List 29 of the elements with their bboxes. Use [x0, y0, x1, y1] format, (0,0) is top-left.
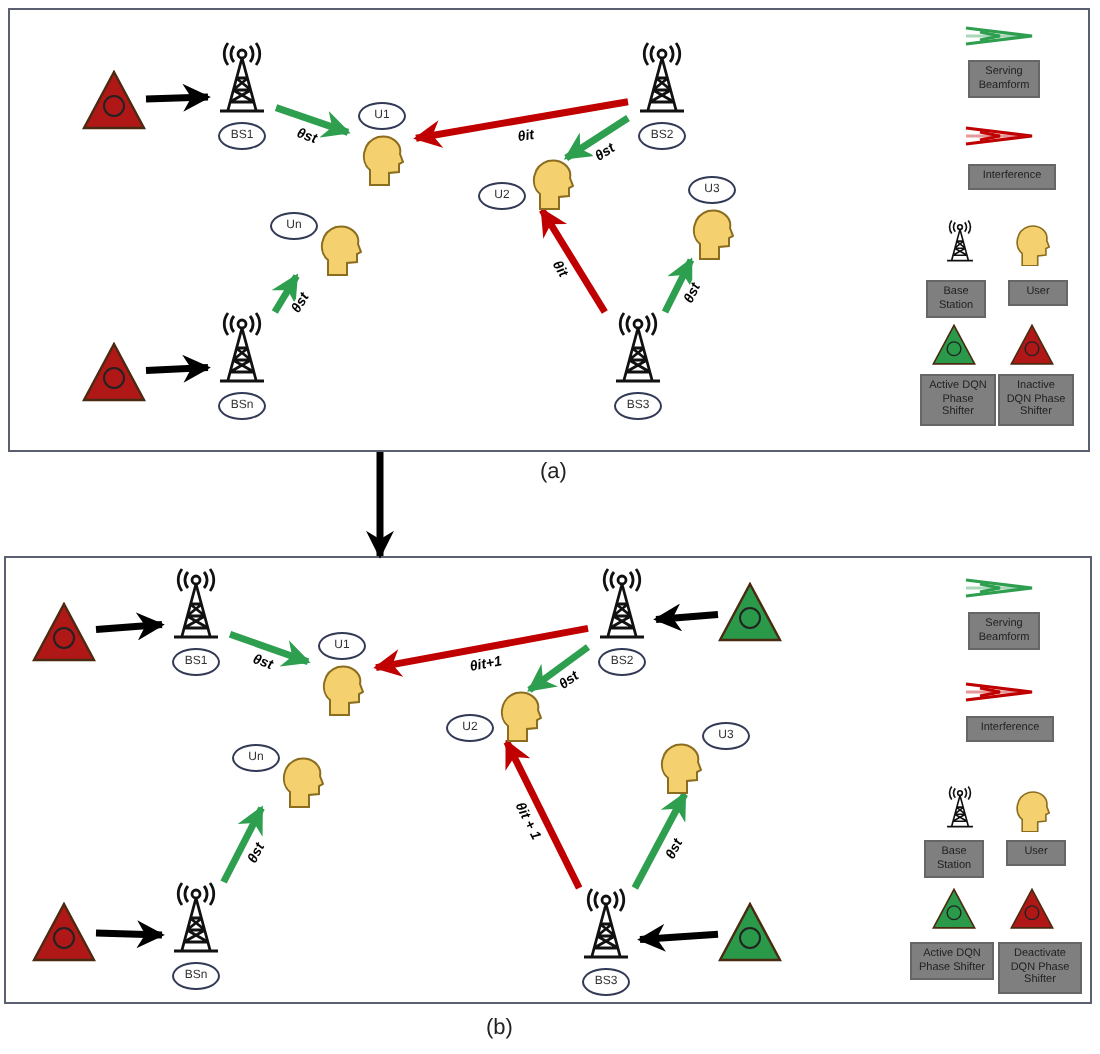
arrow: [637, 923, 719, 952]
beam-arrow: [527, 644, 591, 693]
panel: [8, 8, 1090, 452]
beam-arrow: [631, 791, 688, 890]
arrow: [653, 603, 719, 632]
arrow: [95, 612, 165, 641]
phase-shifter-icon: [718, 902, 782, 962]
phase-shifter-icon: [718, 582, 782, 642]
beam-arrow: [220, 805, 265, 884]
beam-arrow: [563, 115, 630, 161]
beam-arrow: [539, 207, 608, 314]
phase-shifter-icon: [82, 342, 146, 402]
beam-arrow: [271, 273, 300, 314]
beam-arrow: [373, 624, 589, 677]
panel-caption: (b): [486, 1016, 513, 1040]
beam-arrow: [274, 104, 351, 138]
beam-arrow: [228, 630, 311, 667]
beam-arrow: [661, 257, 695, 314]
phase-shifter-icon: [32, 602, 96, 662]
panel-caption: (a): [540, 460, 567, 484]
phase-shifter-icon: [82, 70, 146, 130]
phase-shifter-icon: [32, 902, 96, 962]
panel: [4, 556, 1092, 1004]
beam-arrow: [503, 739, 583, 890]
arrow: [145, 83, 211, 112]
beam-arrow: [413, 98, 629, 148]
arrow: [95, 920, 165, 949]
arrow: [145, 354, 211, 383]
arrow: [366, 452, 394, 559]
